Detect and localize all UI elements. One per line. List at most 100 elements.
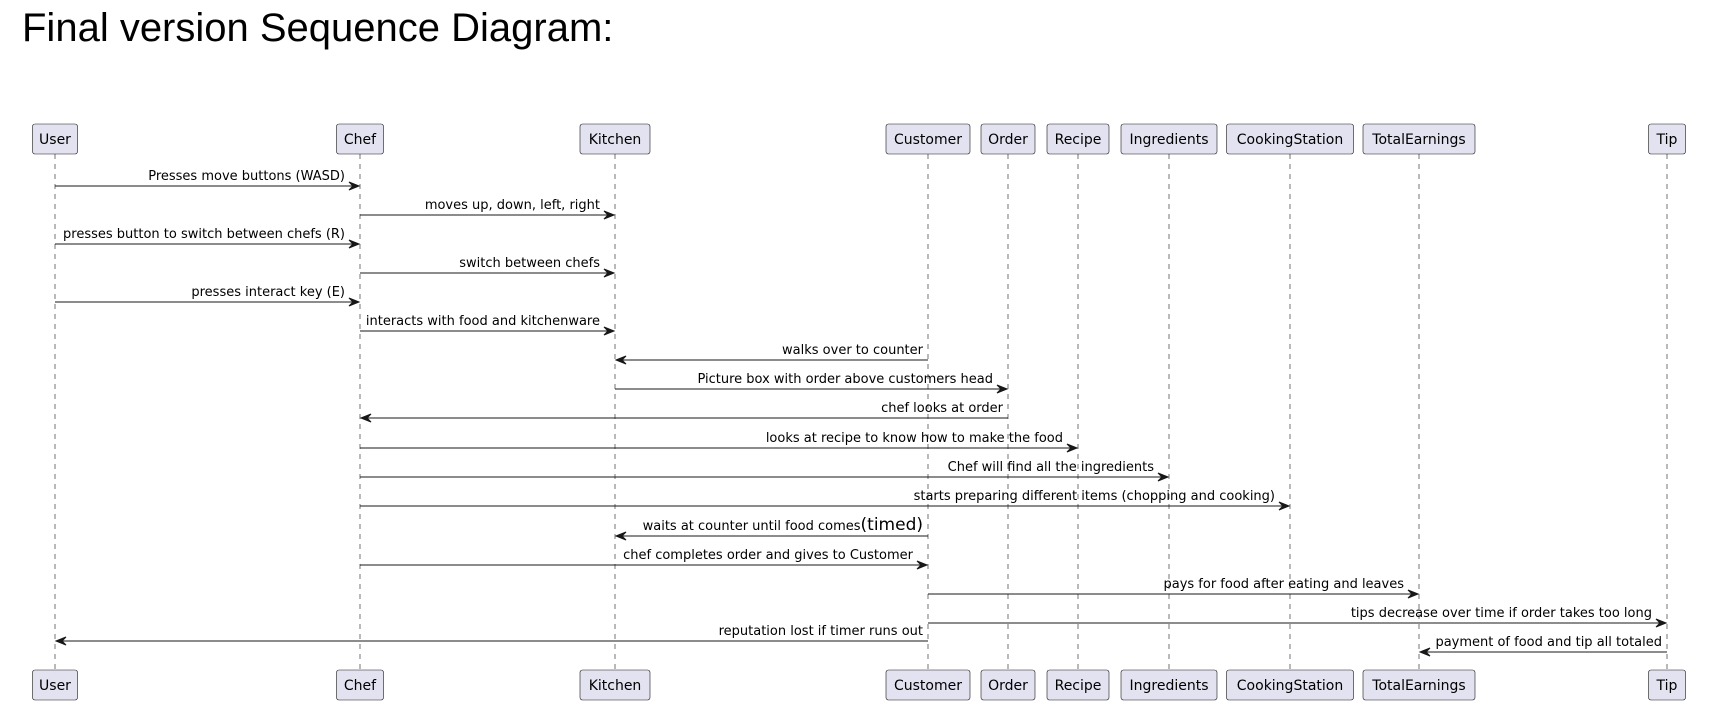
participant-label: CookingStation — [1237, 678, 1343, 694]
participant-kitchen-top: Kitchen — [579, 123, 651, 155]
participant-order-bottom: Order — [980, 669, 1036, 701]
message-label: starts preparing different items (choppi… — [914, 489, 1275, 504]
arrowhead-icon — [603, 210, 616, 220]
participant-recipe-top: Recipe — [1046, 123, 1110, 155]
participant-box — [32, 123, 78, 155]
participant-box — [1046, 123, 1110, 155]
participant-box — [885, 123, 971, 155]
message-label: Chef will find all the ingredients — [948, 460, 1155, 475]
participant-box — [1648, 123, 1686, 155]
message-label: looks at recipe to know how to make the … — [766, 431, 1063, 446]
participant-recipe-bottom: Recipe — [1046, 669, 1110, 701]
message-15: pays for food after eating and leaves — [928, 577, 1420, 599]
message-label: interacts with food and kitchenware — [366, 314, 600, 329]
message-14: chef completes order and gives to Custom… — [360, 548, 929, 570]
participant-box — [32, 669, 78, 701]
participant-box — [1362, 123, 1476, 155]
participant-box — [980, 669, 1036, 701]
arrowhead-icon — [603, 268, 616, 278]
message-17: reputation lost if timer runs out — [54, 624, 928, 646]
arrowhead-icon — [1278, 501, 1291, 511]
participant-label: User — [39, 132, 71, 148]
arrowhead-icon — [348, 297, 361, 307]
participant-label: Chef — [344, 678, 377, 694]
participant-label: TotalEarnings — [1371, 132, 1465, 148]
participant-box — [885, 669, 971, 701]
arrowhead-icon — [1407, 589, 1420, 599]
participant-label: Customer — [894, 678, 962, 694]
participant-tip-bottom: Tip — [1648, 669, 1686, 701]
participant-user-bottom: User — [32, 669, 78, 701]
participant-label: Recipe — [1055, 678, 1102, 694]
participant-label: Ingredients — [1130, 132, 1209, 148]
message-label: presses interact key (E) — [191, 285, 345, 300]
message-9: chef looks at order — [359, 401, 1008, 423]
message-label: waits at counter until food comes(timed) — [643, 515, 923, 535]
message-8: Picture box with order above customers h… — [615, 372, 1009, 394]
message-16: tips decrease over time if order takes t… — [928, 606, 1668, 628]
participant-box — [336, 123, 384, 155]
participant-label: Tip — [1656, 132, 1678, 148]
page-title: Final version Sequence Diagram: — [22, 6, 614, 50]
message-label: walks over to counter — [782, 343, 924, 358]
arrowhead-icon — [1157, 472, 1170, 482]
participant-label: CookingStation — [1237, 132, 1343, 148]
participant-ingredients-top: Ingredients — [1120, 123, 1218, 155]
participant-box — [579, 669, 651, 701]
arrowhead-icon — [348, 181, 361, 191]
message-13: waits at counter until food comes(timed) — [614, 515, 928, 541]
participant-box — [1226, 669, 1354, 701]
message-label: tips decrease over time if order takes t… — [1351, 606, 1652, 621]
arrowhead-icon — [348, 239, 361, 249]
participant-box — [579, 123, 651, 155]
message-7: walks over to counter — [614, 343, 928, 365]
participant-label: TotalEarnings — [1371, 678, 1465, 694]
message-10: looks at recipe to know how to make the … — [360, 431, 1079, 453]
message-label: pays for food after eating and leaves — [1163, 577, 1404, 592]
participant-box — [1046, 669, 1110, 701]
arrowhead-icon — [1066, 443, 1079, 453]
message-18: payment of food and tip all totaled — [1418, 635, 1667, 657]
message-label: chef completes order and gives to Custom… — [623, 548, 914, 563]
participant-label: Kitchen — [589, 678, 642, 694]
arrowhead-icon — [1655, 618, 1668, 628]
message-4: switch between chefs — [360, 256, 616, 278]
message-label: chef looks at order — [881, 401, 1004, 416]
message-12: starts preparing different items (choppi… — [360, 489, 1291, 511]
message-11: Chef will find all the ingredients — [360, 460, 1170, 482]
message-2: moves up, down, left, right — [360, 198, 616, 220]
participant-chef-top: Chef — [336, 123, 384, 155]
participant-label: Recipe — [1055, 132, 1102, 148]
message-label: presses button to switch between chefs (… — [63, 227, 345, 242]
participant-label: Order — [988, 678, 1028, 694]
participant-customer-bottom: Customer — [885, 669, 971, 701]
message-5: presses interact key (E) — [55, 285, 361, 307]
participant-order-top: Order — [980, 123, 1036, 155]
participant-label: Order — [988, 132, 1028, 148]
participant-box — [1120, 123, 1218, 155]
arrowhead-icon — [1418, 647, 1431, 657]
arrowhead-icon — [614, 531, 627, 541]
participant-customer-top: Customer — [885, 123, 971, 155]
participant-chef-bottom: Chef — [336, 669, 384, 701]
participant-tip-top: Tip — [1648, 123, 1686, 155]
participant-label: User — [39, 678, 71, 694]
arrowhead-icon — [916, 560, 929, 570]
participant-box — [1120, 669, 1218, 701]
arrowhead-icon — [614, 355, 627, 365]
participant-box — [1648, 669, 1686, 701]
message-label: Picture box with order above customers h… — [697, 372, 993, 387]
message-suffix: (timed) — [861, 515, 923, 535]
participant-box — [980, 123, 1036, 155]
participant-totalearnings-bottom: TotalEarnings — [1362, 669, 1476, 701]
participant-user-top: User — [32, 123, 78, 155]
message-1: Presses move buttons (WASD) — [55, 169, 361, 191]
participant-box — [1226, 123, 1354, 155]
message-3: presses button to switch between chefs (… — [55, 227, 361, 249]
participant-cookingstation-bottom: CookingStation — [1226, 669, 1354, 701]
participant-label: Ingredients — [1130, 678, 1209, 694]
participant-label: Kitchen — [589, 132, 642, 148]
arrowhead-icon — [54, 636, 67, 646]
participant-box — [1362, 669, 1476, 701]
